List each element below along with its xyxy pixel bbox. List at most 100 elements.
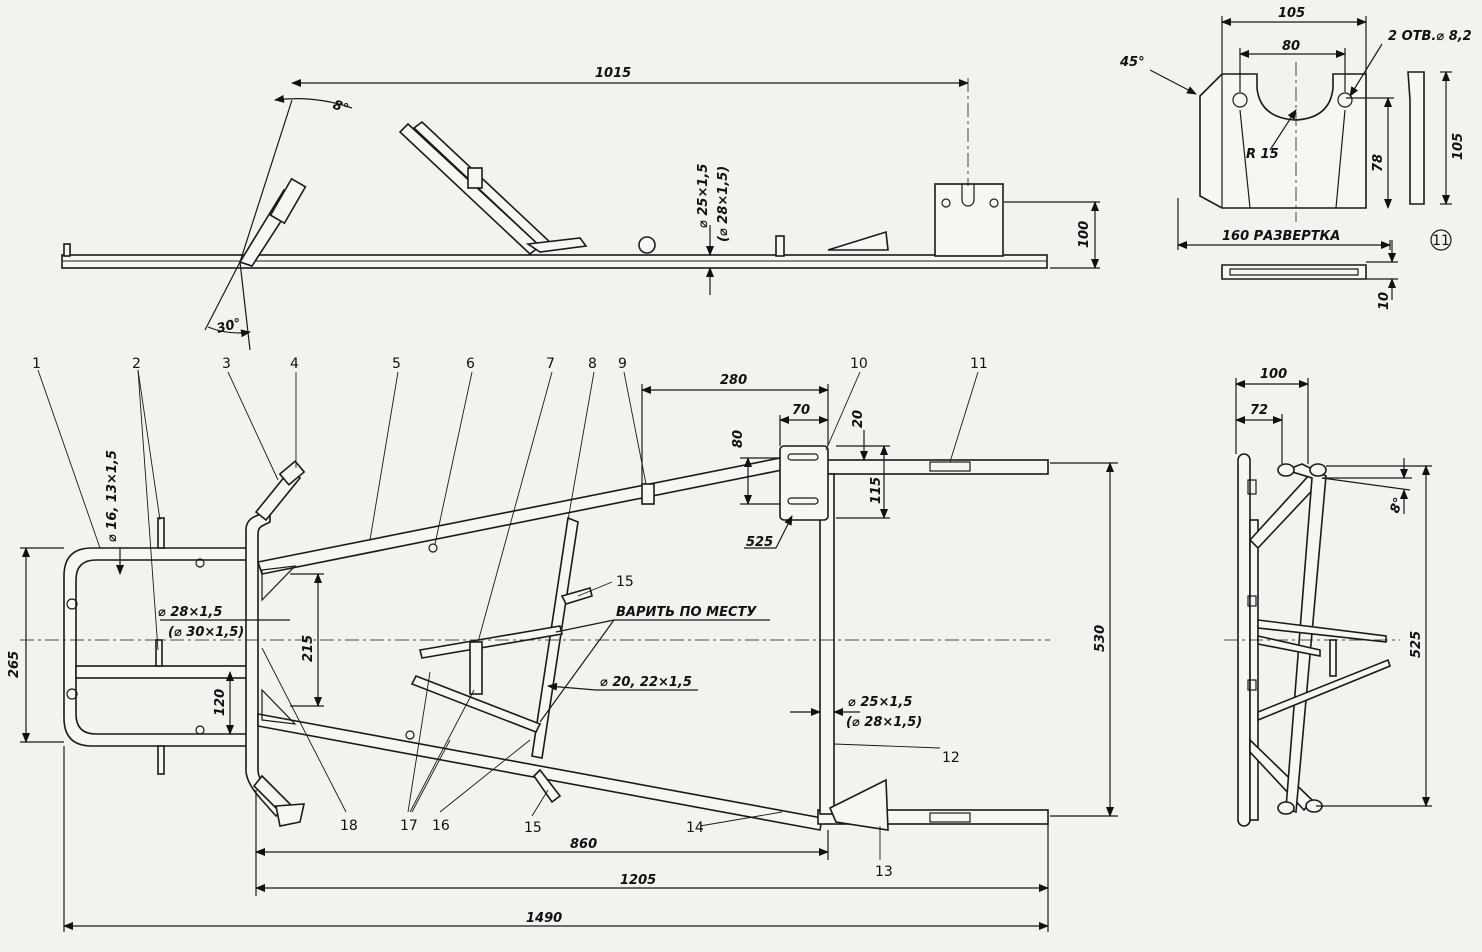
mount-6 xyxy=(428,543,438,553)
callout-line-9 xyxy=(623,371,647,485)
dim-label-860: 860 xyxy=(570,837,597,852)
side-engine-mount xyxy=(827,230,889,251)
front-lug-2 xyxy=(1247,595,1257,607)
side-view: 1015 8° 30° ⌀ 25×1,5 (⌀ 28×1,5) 100 xyxy=(61,66,1100,351)
dim-label-265: 265 xyxy=(7,651,22,678)
tube-label-25-plan: ⌀ 25×1,5 xyxy=(848,695,912,710)
side-stud xyxy=(775,235,785,257)
front-view: 100 72 8° 525 xyxy=(1224,367,1432,827)
callout-6: 6 xyxy=(466,356,475,372)
callout-line-17c xyxy=(411,739,451,813)
callout-3: 3 xyxy=(222,356,231,372)
front-seat-post xyxy=(1329,639,1337,677)
dim-label-115: 115 xyxy=(869,477,884,504)
callout-line-8 xyxy=(567,371,595,521)
dim-label-215: 215 xyxy=(301,635,316,662)
callout-line-5 xyxy=(369,371,399,541)
leader-holes xyxy=(1349,43,1383,97)
callout-2: 2 xyxy=(132,356,141,372)
side-seat-foot xyxy=(525,237,588,253)
tube-label-20: ⌀ 20, 22×1,5 xyxy=(600,675,692,690)
seat-support-8 xyxy=(531,516,579,759)
dim-label-100: 100 xyxy=(1077,221,1092,248)
callout-1: 1 xyxy=(32,356,41,372)
side-angle-ref xyxy=(239,261,251,351)
plan-view: 1 2 3 4 5 6 7 8 9 10 11 12 13 xyxy=(7,356,1118,932)
callout-line-10 xyxy=(825,371,861,451)
callout-17: 17 xyxy=(400,818,418,834)
angle-label-30: 30° xyxy=(215,316,243,337)
dim-label-80-plan: 80 xyxy=(731,430,746,448)
rear-bracket-slot-2 xyxy=(787,497,819,505)
rail-sleeve-9 xyxy=(641,483,655,505)
bracket-inner-right xyxy=(1335,109,1346,209)
callout-line-14 xyxy=(699,811,783,827)
bracket-hole-right xyxy=(1337,92,1353,108)
rear-cross-member xyxy=(819,473,835,815)
label-45: 45° xyxy=(1119,55,1145,70)
label-holes: 2 ОТВ.⌀ 8,2 xyxy=(1388,29,1472,44)
side-angle-arc-30 xyxy=(207,326,251,338)
callout-line-15a xyxy=(577,581,613,597)
dim-label-1015: 1015 xyxy=(595,66,631,81)
side-main-rail xyxy=(61,254,1048,269)
front-lug-1 xyxy=(1247,479,1257,495)
callout-11: 11 xyxy=(970,356,988,372)
front-diagonal xyxy=(1283,463,1327,814)
rear-bracket-plate xyxy=(779,445,829,521)
callout-line-2a xyxy=(137,369,161,521)
gusset-lower xyxy=(261,688,297,725)
tube-label-25: ⌀ 25×1,5 xyxy=(696,164,711,228)
seat-lug-lower xyxy=(532,768,562,804)
bumper-bolt-2 xyxy=(195,725,205,735)
side-seat-strut-1 xyxy=(398,122,542,256)
side-post-head xyxy=(269,177,307,225)
bracket-hole-left xyxy=(1232,92,1248,108)
dim-label-105-top: 105 xyxy=(1278,6,1305,21)
engine-mount-13 xyxy=(828,778,889,831)
front-seat-tube-1 xyxy=(1257,619,1387,643)
callout-9: 9 xyxy=(618,356,627,372)
side-bracket-slot xyxy=(961,184,975,207)
callout-15a: 15 xyxy=(616,574,634,590)
detail-number-circle xyxy=(1430,229,1452,251)
callout-8: 8 xyxy=(588,356,597,372)
front-seat-tube-2 xyxy=(1257,658,1391,722)
front-strut-lower xyxy=(1249,738,1314,812)
bracket-side-profile xyxy=(1407,71,1425,205)
callout-line-17b xyxy=(409,689,475,813)
dim-label-525: 525 xyxy=(1409,631,1424,658)
gusset-upper xyxy=(261,565,297,602)
callout-line-17a xyxy=(407,671,431,813)
front-seat-tube-3 xyxy=(1257,634,1321,657)
dim-label-530: 530 xyxy=(1093,625,1108,652)
bracket-detail: 105 80 2 ОТВ.⌀ 8,2 45° R 15 78 105 160 Р… xyxy=(1119,6,1472,310)
front-knuckle-lower xyxy=(1277,801,1295,815)
front-knuckle-upper xyxy=(1277,463,1295,477)
side-seat-clamp xyxy=(467,167,483,189)
label-r15: R 15 xyxy=(1246,147,1279,162)
callout-line-2b xyxy=(137,369,159,651)
callout-7: 7 xyxy=(546,356,555,372)
callout-13: 13 xyxy=(875,864,893,880)
dim-label-10: 10 xyxy=(1377,292,1392,310)
label-unfold: 160 РАЗВЕРТКА xyxy=(1222,229,1340,244)
dim-label-72: 72 xyxy=(1250,403,1268,418)
stub-center xyxy=(155,639,163,667)
front-cross-tube xyxy=(75,665,253,679)
dim-label-20: 20 xyxy=(851,410,866,428)
side-angle-arc-8 xyxy=(274,94,353,109)
seat-cross-lower xyxy=(410,674,542,734)
detail-number: 11 xyxy=(1432,233,1450,249)
tube-label-30: (⌀ 30×1,5) xyxy=(168,625,244,640)
dim-label-105-side: 105 xyxy=(1451,133,1466,160)
rear-bracket-slot-1 xyxy=(787,453,819,461)
weld-leader-1 xyxy=(555,619,615,633)
callout-line-16 xyxy=(439,739,531,813)
callout-line-6 xyxy=(434,371,473,545)
dim-label-80: 80 xyxy=(1282,39,1300,54)
callout-line-7 xyxy=(477,371,553,643)
side-bracket-hole-1 xyxy=(941,198,951,208)
seat-post xyxy=(469,641,483,695)
leader-r15 xyxy=(1269,109,1297,151)
